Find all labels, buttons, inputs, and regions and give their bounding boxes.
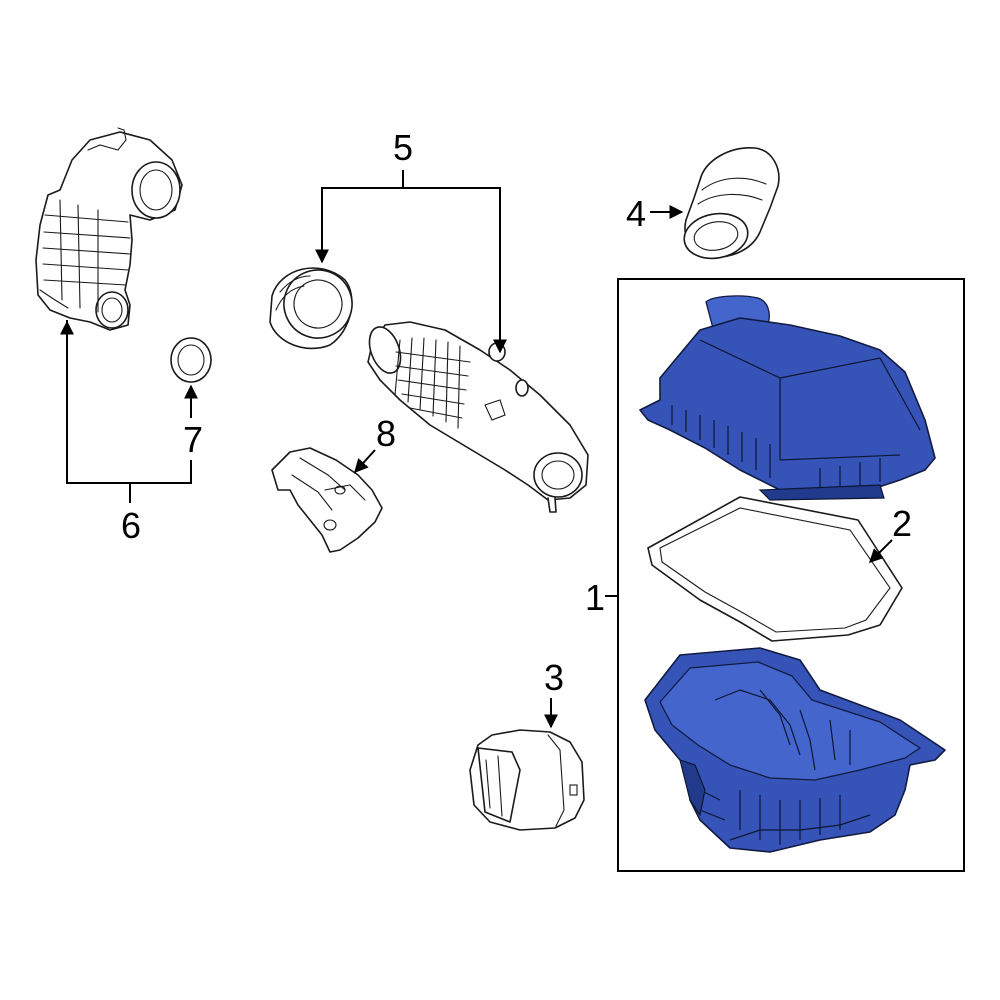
leader-5-bracket [315,187,507,354]
intake-hose-part[interactable] [681,147,780,263]
leader-lines [60,170,893,729]
callout-5: 5 [393,127,413,168]
air-filter-element[interactable] [647,496,903,642]
callout-6: 6 [121,505,141,546]
callout-7: 7 [183,419,203,460]
seal-ring-part[interactable] [170,337,212,383]
callout-2: 2 [892,503,912,544]
leader-8 [354,449,376,474]
coupler-ring-part[interactable] [269,260,362,350]
resonator-duct-part[interactable] [35,127,183,331]
inlet-piece-part[interactable] [469,729,585,831]
leader-2 [869,539,893,563]
assembly-frame [617,278,965,872]
callout-1: 1 [585,577,605,618]
callout-4: 4 [626,193,646,234]
bracket-part[interactable] [271,447,383,553]
leader-6-bracket [66,320,192,484]
callout-labels: 5 4 6 7 8 2 3 1 [121,127,912,698]
callout-3: 3 [544,657,564,698]
air-cleaner-upper-housing[interactable] [639,295,936,501]
callout-8: 8 [376,413,396,454]
inlet-duct-part[interactable] [364,321,589,513]
air-cleaner-lower-housing[interactable] [644,647,946,853]
